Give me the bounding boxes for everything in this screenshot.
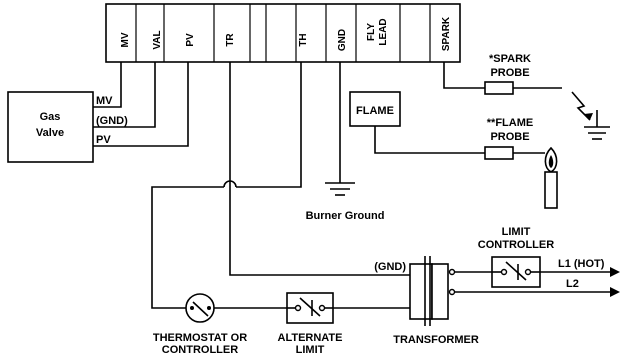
- flame-box-label: FLAME: [356, 105, 394, 117]
- thermostat: THERMOSTAT OR CONTROLLER: [153, 293, 247, 354]
- wire-th: [236, 62, 302, 188]
- terminal-gnd: GND: [337, 29, 348, 51]
- alternate-limit-line1: ALTERNATE: [278, 332, 343, 344]
- gas-valve-line2: Valve: [36, 127, 64, 139]
- wire-tr: [229, 62, 418, 276]
- spark-probe: *SPARK PROBE: [443, 53, 610, 140]
- wire-pv-label: PV: [96, 134, 111, 146]
- alternate-limit: ALTERNATE LIMIT: [278, 292, 343, 354]
- spark-probe-line2: PROBE: [490, 67, 529, 79]
- terminal-tr: TR: [225, 33, 236, 47]
- limit-controller: LIMIT CONTROLLER: [478, 226, 554, 288]
- l2-label: L2: [566, 278, 579, 290]
- transformer: TRANSFORMER: [393, 256, 479, 346]
- gas-valve: Gas Valve: [7, 91, 94, 163]
- burner-ground: Burner Ground: [306, 62, 385, 222]
- gnd-label: (GND): [374, 261, 406, 273]
- terminal-pv: PV: [185, 33, 196, 47]
- flame-probe-line2: PROBE: [490, 131, 529, 143]
- flame-probe-line1: **FLAME: [487, 117, 533, 129]
- terminal-fly: FLY: [366, 23, 377, 41]
- terminal-th: TH: [298, 33, 309, 46]
- flame-sensor: FLAME **FLAME PROBE: [349, 91, 558, 209]
- l1-label: L1 (HOT): [558, 258, 605, 270]
- wire-pv: [93, 62, 189, 147]
- l2-arrow-icon: [610, 287, 620, 297]
- terminal-lead: LEAD: [378, 18, 389, 45]
- burner-ground-label: Burner Ground: [306, 210, 385, 222]
- thermostat-line2: CONTROLLER: [162, 344, 238, 354]
- terminal-strip: MV VAL PV TR TH GND FLY LEAD SPARK: [105, 3, 461, 63]
- terminal-strip-frame: [105, 3, 461, 63]
- terminal-spark: SPARK: [441, 16, 452, 51]
- spark-arrow-icon: [584, 113, 593, 120]
- wire-mv: [93, 62, 122, 108]
- wire-gnd-label: (GND): [96, 115, 128, 127]
- l1-arrow-icon: [610, 267, 620, 277]
- flame-icon: [544, 146, 558, 209]
- wire-val: [93, 62, 156, 128]
- wire-mv-label: MV: [96, 95, 113, 107]
- alternate-limit-line2: LIMIT: [296, 344, 325, 354]
- spark-probe-line1: *SPARK: [489, 53, 531, 65]
- terminal-mv: MV: [120, 32, 131, 47]
- gas-valve-line1: Gas: [40, 111, 61, 123]
- wire-th-return: [151, 186, 224, 309]
- limit-controller-line2: CONTROLLER: [478, 239, 554, 251]
- limit-controller-line1: LIMIT: [502, 226, 531, 238]
- transformer-label: TRANSFORMER: [393, 334, 479, 346]
- terminal-val: VAL: [152, 30, 163, 49]
- thermostat-line1: THERMOSTAT OR: [153, 332, 247, 344]
